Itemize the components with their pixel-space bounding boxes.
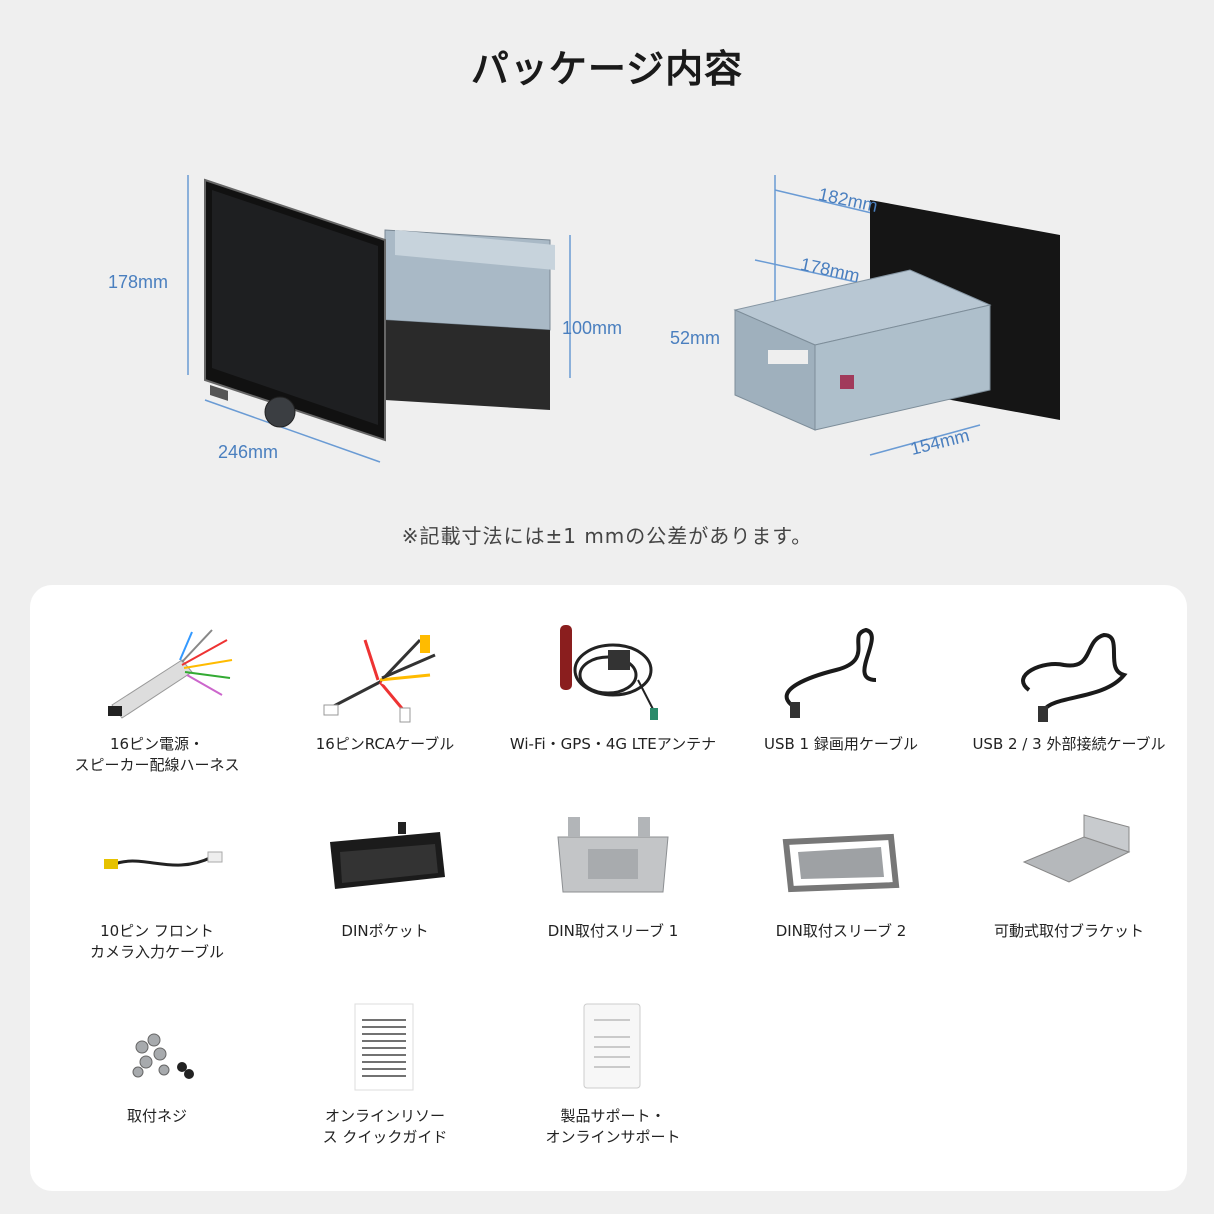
support-card-icon xyxy=(498,992,728,1102)
item-label: 取付ネジ xyxy=(126,1107,187,1125)
rca-cable-icon xyxy=(270,620,500,730)
item-label: DIN取付スリーブ 1 xyxy=(547,922,679,940)
dimension-rear-height: 52mm xyxy=(670,328,721,348)
list-item: DIN取付スリーブ 2 xyxy=(726,807,956,942)
list-item: オンラインリソー ス クイックガイド xyxy=(270,992,500,1148)
list-item: 取付ネジ xyxy=(42,992,272,1127)
list-item: 可動式取付ブラケット xyxy=(954,807,1184,942)
guide-icon xyxy=(270,992,500,1102)
item-label: 16ピンRCAケーブル xyxy=(315,735,455,753)
item-label: DINポケット xyxy=(341,922,429,940)
item-label: 16ピン電源・ スピーカー配線ハーネス xyxy=(74,735,240,774)
item-label: 可動式取付ブラケット xyxy=(993,922,1144,940)
screws-icon xyxy=(42,992,272,1102)
list-item: DIN取付スリーブ 1 xyxy=(498,807,728,942)
list-item: 16ピンRCAケーブル xyxy=(270,620,500,755)
head-unit-front-image xyxy=(187,175,571,463)
item-label: USB 2 / 3 外部接続ケーブル xyxy=(972,735,1166,753)
camera-cable-icon xyxy=(42,807,272,917)
list-item: Wi-Fi・GPS・4G LTEアンテナ xyxy=(498,620,728,755)
item-label: USB 1 録画用ケーブル xyxy=(764,735,918,753)
item-label: DIN取付スリーブ 2 xyxy=(775,922,907,940)
page-title: パッケージ内容 xyxy=(470,47,744,91)
antenna-icon xyxy=(498,620,728,730)
bracket-icon xyxy=(954,807,1184,917)
din-pocket-icon xyxy=(270,807,500,917)
item-label: Wi-Fi・GPS・4G LTEアンテナ xyxy=(509,735,717,753)
dimension-front-width: 246mm xyxy=(218,442,279,462)
item-label: オンラインリソー ス クイックガイド xyxy=(322,1107,448,1146)
list-item: USB 1 録画用ケーブル xyxy=(726,620,956,755)
dimension-body-height: 100mm xyxy=(562,318,623,338)
package-contents-card: 16ピン電源・ スピーカー配線ハーネス 16ピンRCAケーブル xyxy=(30,585,1187,1191)
dimension-front-height: 178mm xyxy=(108,272,169,292)
usb-cable-icon xyxy=(726,620,956,730)
list-item: 10ピン フロント カメラ入力ケーブル xyxy=(42,807,272,963)
harness-icon xyxy=(42,620,272,730)
list-item: DINポケット xyxy=(270,807,500,942)
list-item: USB 2 / 3 外部接続ケーブル xyxy=(954,620,1184,755)
usb-cable-icon xyxy=(954,620,1184,730)
tolerance-note: ※記載寸法には±1 mmの公差があります。 xyxy=(401,524,813,548)
item-label: 10ピン フロント カメラ入力ケーブル xyxy=(89,922,225,961)
list-item: 16ピン電源・ スピーカー配線ハーネス xyxy=(42,620,272,776)
sleeve-icon xyxy=(726,807,956,917)
list-item: 製品サポート・ オンラインサポート xyxy=(498,992,728,1148)
sleeve-icon xyxy=(498,807,728,917)
head-unit-rear-image xyxy=(733,175,1060,456)
item-label: 製品サポート・ オンラインサポート xyxy=(545,1107,681,1146)
product-hero: 178mm 246mm 100mm 182mm 178mm 52mm 154mm xyxy=(0,150,1214,490)
